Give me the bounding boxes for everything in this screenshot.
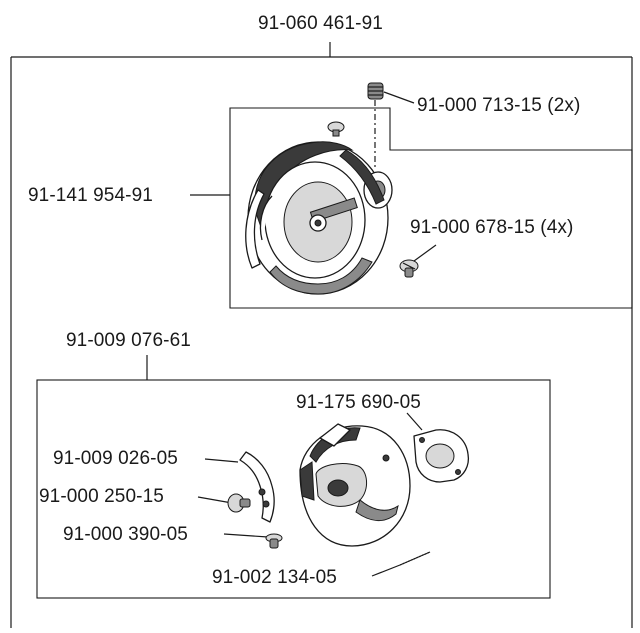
label-assembly-top: 91-060 461-91	[258, 13, 383, 34]
label-screw-390: 91-000 390-05	[63, 524, 188, 545]
spring-drawing	[399, 551, 431, 566]
screw-678-drawing	[399, 259, 419, 278]
bobbin-case-box	[36, 379, 551, 599]
label-hook-assembly: 91-141 954-91	[28, 185, 153, 206]
label-spring: 91-002 134-05	[212, 567, 337, 588]
label-latch: 91-009 026-05	[53, 448, 178, 469]
screw-390-drawing	[265, 533, 283, 549]
latch-drawing	[239, 451, 275, 523]
label-bobbin-case-assembly: 91-009 076-61	[66, 330, 191, 351]
label-screw-2x: 91-000 713-15 (2x)	[417, 95, 581, 116]
rotating-hook-drawing	[245, 141, 393, 295]
hook-screw-drawing	[327, 121, 345, 137]
screw-250-drawing	[227, 493, 251, 513]
hook-assembly-box	[229, 107, 633, 309]
screw-713-drawing	[367, 82, 384, 170]
label-screw-4x: 91-000 678-15 (4x)	[410, 217, 574, 238]
plate-drawing	[413, 429, 470, 483]
bobbin-case-drawing	[299, 423, 411, 547]
label-plate: 91-175 690-05	[296, 392, 421, 413]
label-screw-250: 91-000 250-15	[39, 486, 164, 507]
